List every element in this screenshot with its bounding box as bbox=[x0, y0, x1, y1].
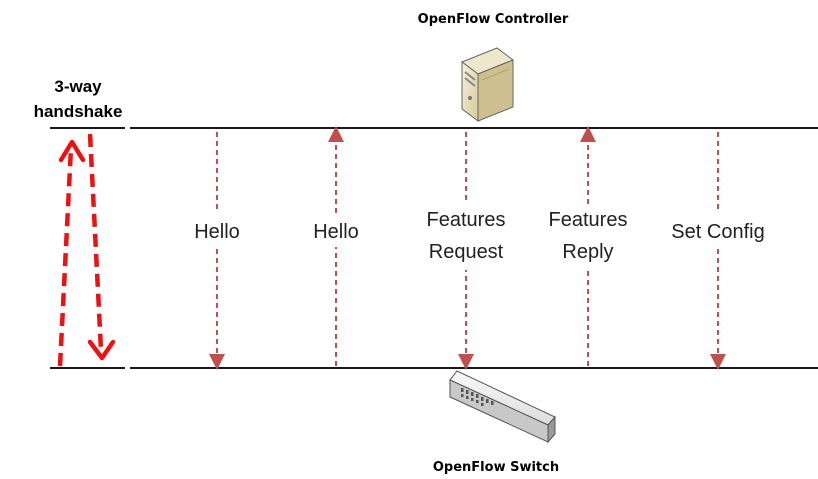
handshake-label-line1: 3-way bbox=[54, 77, 102, 96]
message-1: Hello bbox=[301, 126, 371, 366]
message-label: Hello bbox=[313, 221, 359, 243]
message-label-line1: Features bbox=[427, 209, 506, 231]
message-label: Set Config bbox=[671, 221, 764, 243]
message-label: Hello bbox=[194, 221, 240, 243]
message-0: Hello bbox=[182, 132, 252, 370]
message-label-line2: Reply bbox=[562, 241, 613, 263]
message-2: Features Request bbox=[419, 132, 513, 370]
handshake-label-line2: handshake bbox=[34, 102, 123, 121]
message-3: Features Reply bbox=[541, 126, 635, 366]
controller-label: OpenFlow Controller bbox=[418, 12, 569, 27]
switch-icon bbox=[449, 370, 556, 444]
server-icon bbox=[460, 47, 515, 122]
message-label-line1: Features bbox=[549, 209, 628, 231]
switch-label: OpenFlow Switch bbox=[433, 460, 559, 475]
message-4: Set Config bbox=[668, 132, 768, 370]
message-label-line2: Request bbox=[429, 241, 504, 263]
handshake-arrows bbox=[57, 133, 116, 367]
